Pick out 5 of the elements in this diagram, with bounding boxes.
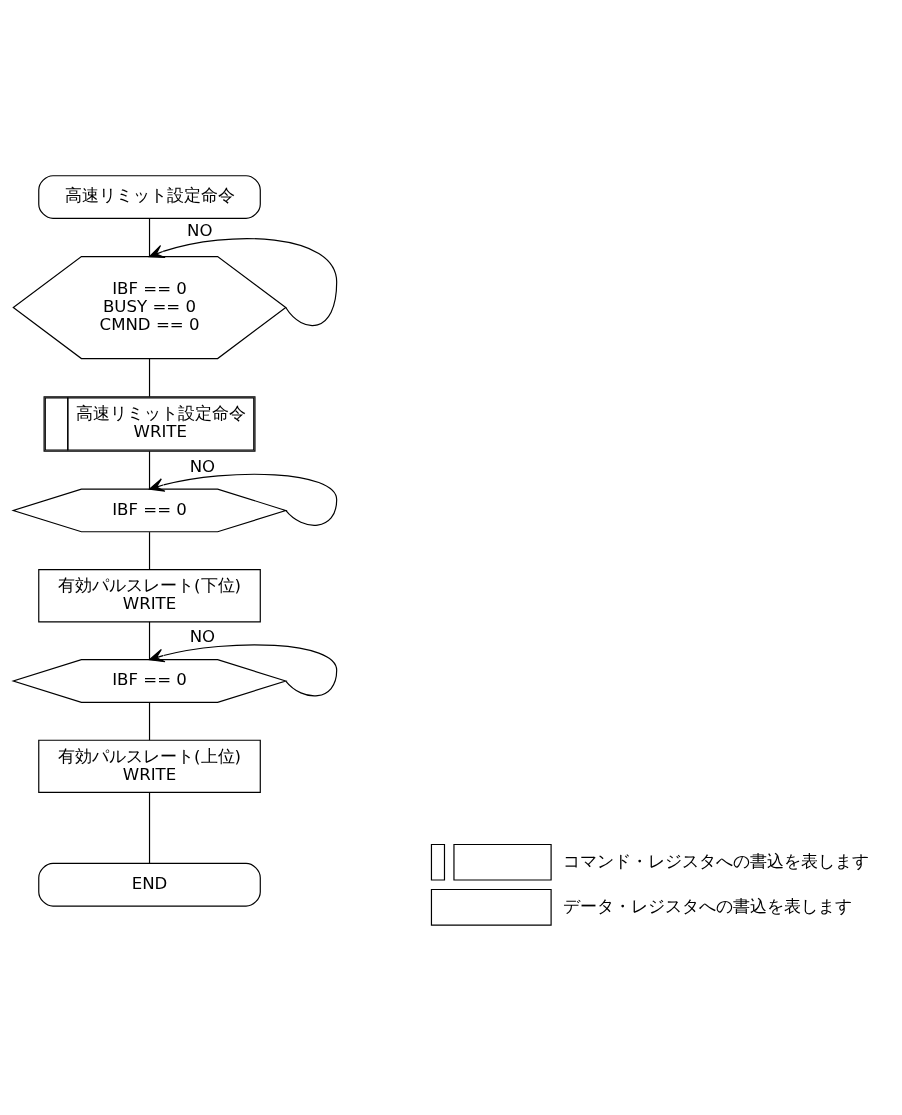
edge-label: NO [189,627,216,647]
edge-label: NO [187,221,213,241]
edge-label: NO [189,456,216,476]
legend-label: コマンド・レジスタへの書込を表します [562,851,869,871]
legend-label: データ・レジスタへの書込を表します [562,896,852,916]
